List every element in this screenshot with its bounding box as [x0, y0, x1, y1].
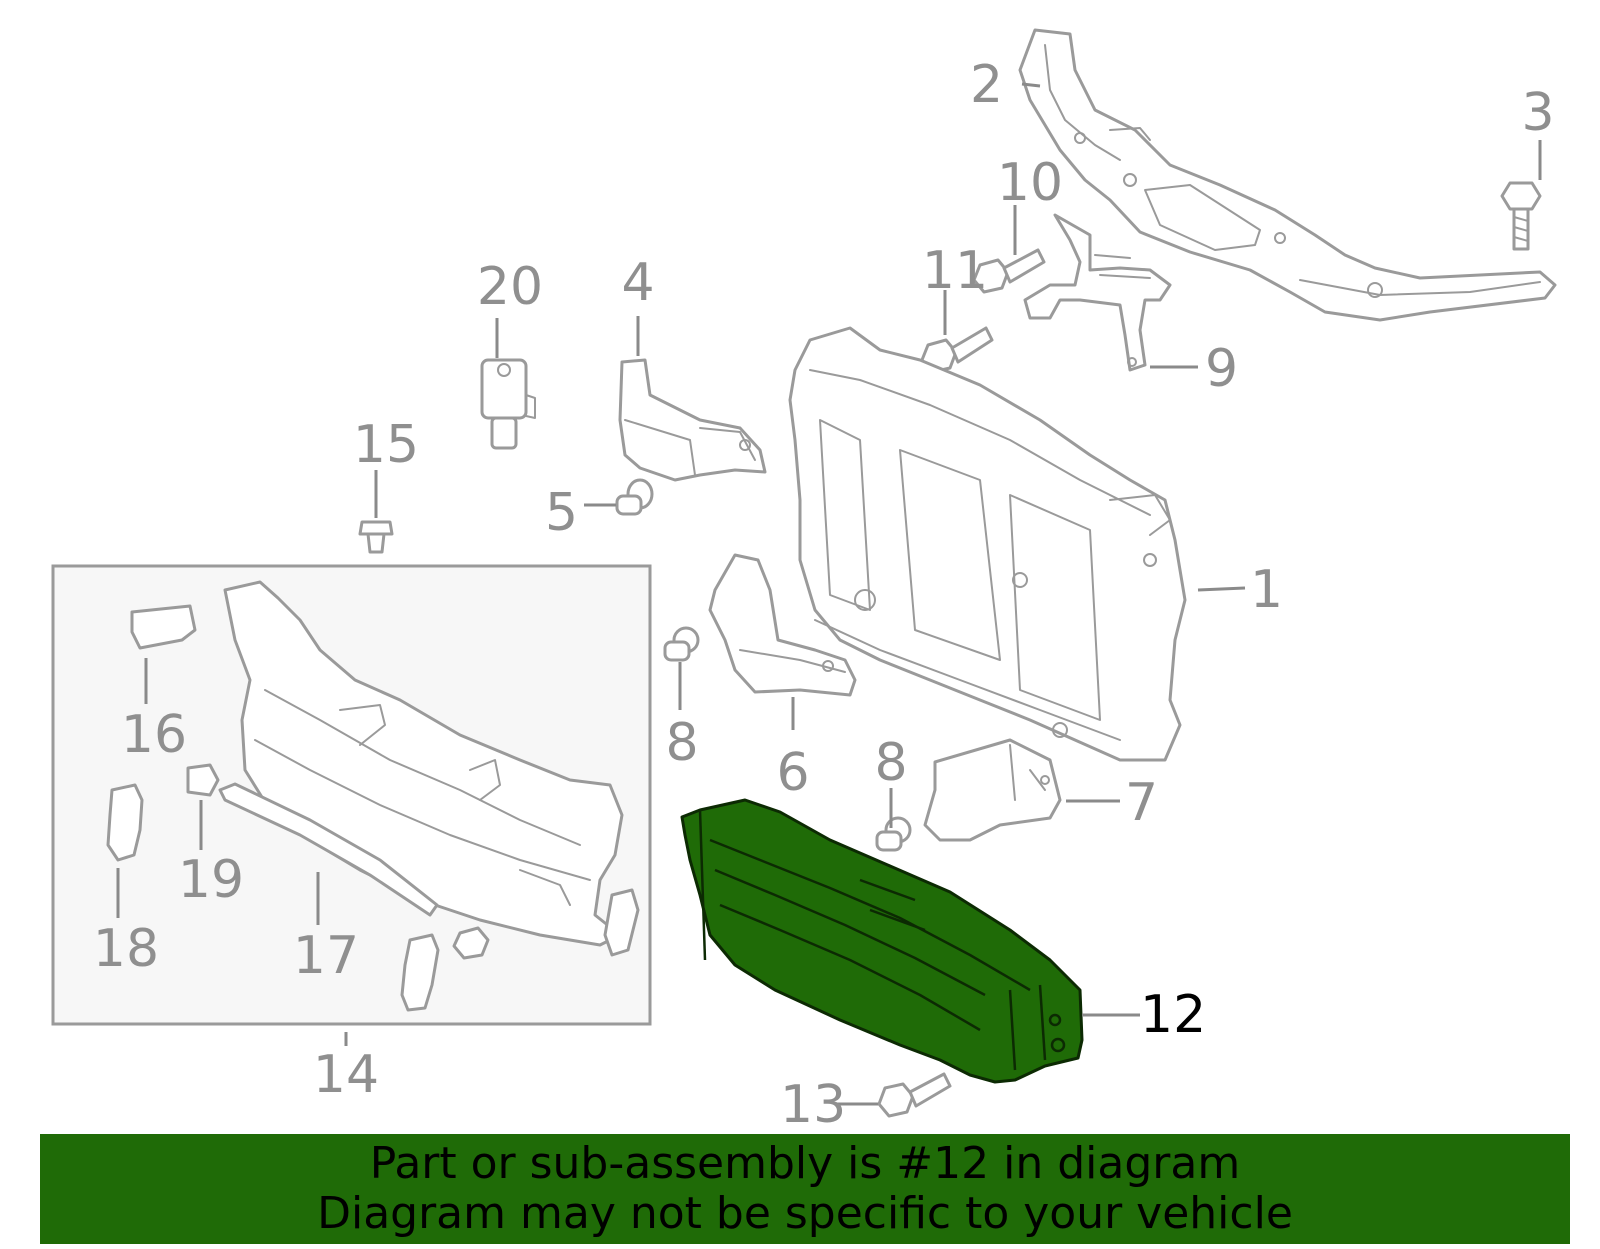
part-3-bolt[interactable]	[1500, 181, 1542, 251]
callout-11: 11	[922, 241, 988, 301]
leader-lines	[116, 82, 1542, 1106]
part-7-air-guide[interactable]	[923, 738, 1062, 842]
part-10-bolt[interactable]	[972, 248, 1046, 294]
callout-14: 14	[313, 1045, 379, 1105]
callout-1: 1	[1250, 560, 1283, 620]
callout-16: 16	[121, 705, 187, 765]
part-8-clip-upper[interactable]	[663, 626, 700, 662]
callout-8-upper: 8	[665, 713, 698, 773]
callout-3: 3	[1521, 83, 1554, 143]
banner-line-1: Part or sub-assembly is #12 in diagram	[369, 1138, 1241, 1189]
part-9-bracket[interactable]	[1023, 213, 1172, 372]
callout-12: 12	[1140, 985, 1206, 1045]
part-12-grille-shutter[interactable]	[680, 798, 1084, 1084]
banner-line-2: Diagram may not be specific to your vehi…	[317, 1188, 1293, 1239]
callout-15: 15	[353, 415, 419, 475]
callout-18: 18	[93, 919, 159, 979]
callout-8-lower: 8	[874, 733, 907, 793]
callout-20: 20	[477, 257, 543, 317]
callout-6: 6	[776, 743, 809, 803]
part-15-clip[interactable]	[358, 520, 394, 554]
callout-10: 10	[997, 153, 1063, 213]
callout-19: 19	[178, 850, 244, 910]
callout-labels: 1 2 3 4 5 6 7 8 8 9 10 11 12 13 14 15 16…	[93, 55, 1555, 1135]
part-2-upper-tie-bar[interactable]	[1018, 28, 1557, 322]
part-13-bolt[interactable]	[877, 1072, 952, 1118]
part-5-clip[interactable]	[615, 478, 654, 516]
part-6-air-guide[interactable]	[708, 553, 857, 697]
info-banner: Part or sub-assembly is #12 in diagram D…	[40, 1134, 1570, 1244]
part-4-bracket[interactable]	[618, 358, 767, 482]
part-1-radiator-support[interactable]	[788, 326, 1187, 762]
part-8-clip-lower[interactable]	[875, 816, 912, 852]
callout-9: 9	[1205, 339, 1238, 399]
part-20-sensor[interactable]	[480, 358, 536, 450]
callout-13: 13	[780, 1075, 846, 1135]
part-14-group[interactable]	[51, 564, 652, 1026]
callout-2: 2	[970, 55, 1003, 115]
callout-17: 17	[293, 926, 359, 986]
callout-7: 7	[1125, 773, 1158, 833]
callout-4: 4	[621, 253, 654, 313]
callout-5: 5	[545, 483, 578, 543]
